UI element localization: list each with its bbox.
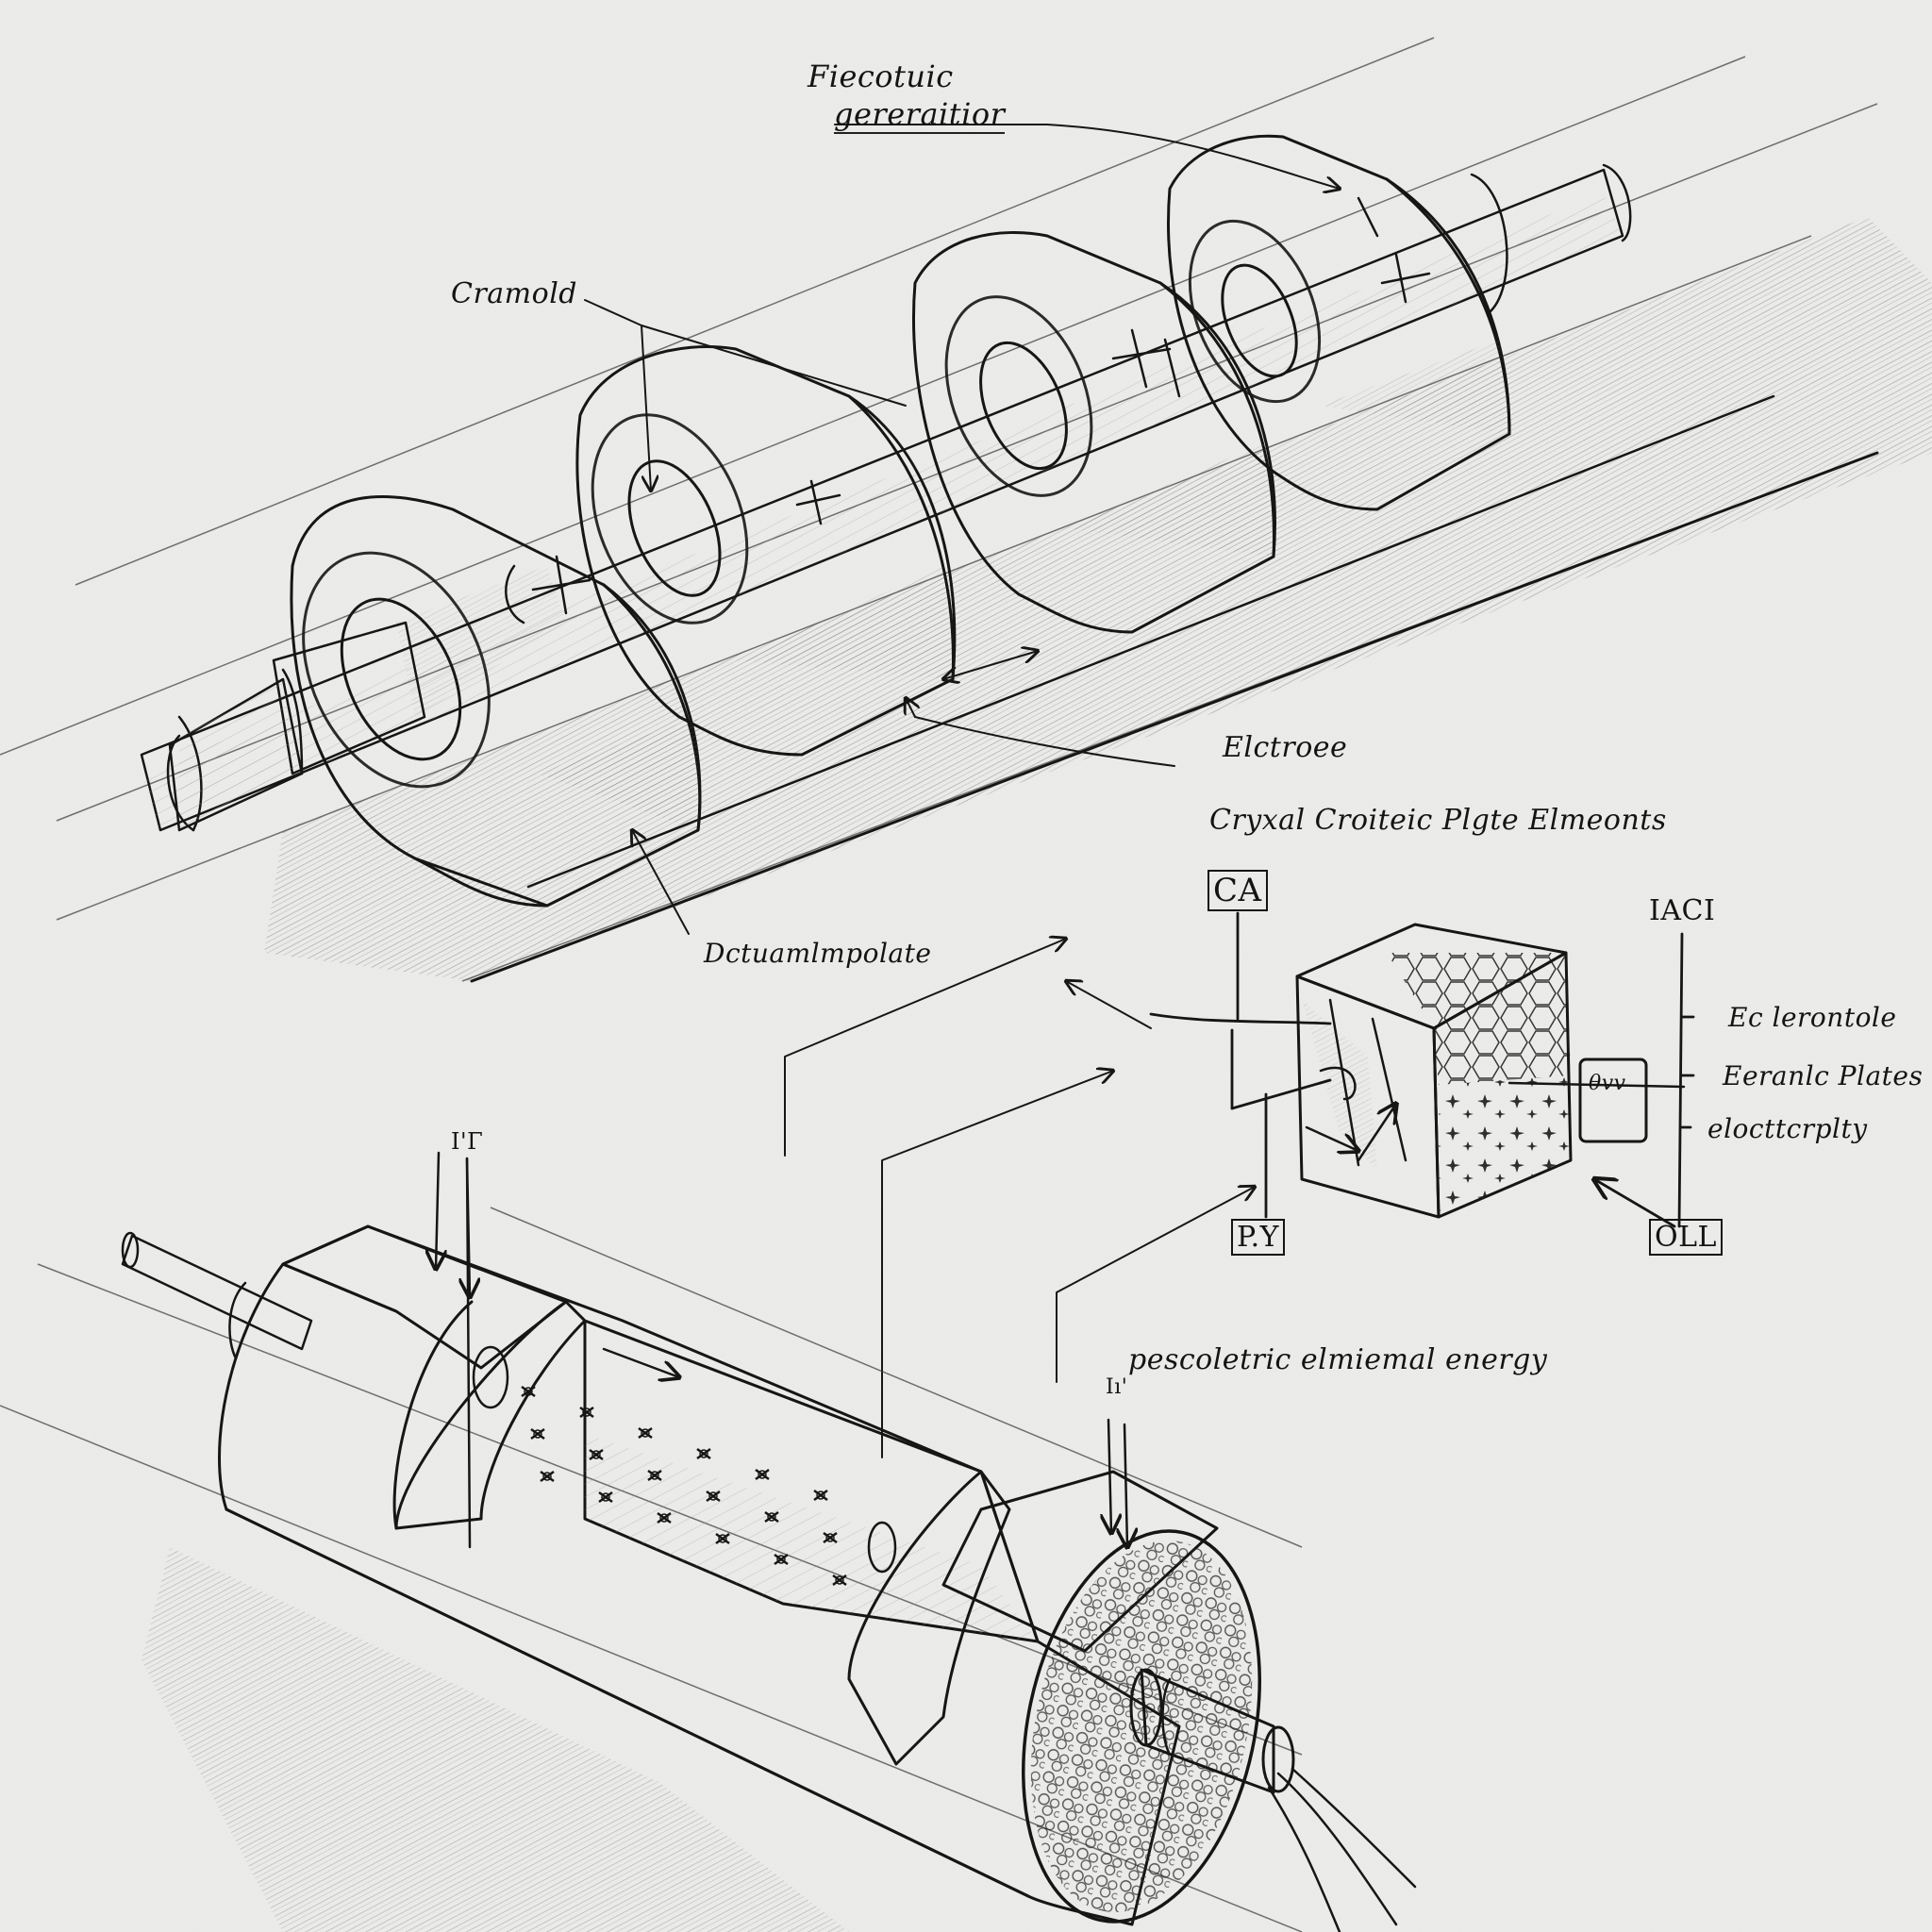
dot-matrix-mark <box>764 1510 779 1524</box>
cube-arrows <box>784 939 1255 1458</box>
dot-matrix-mark <box>579 1406 594 1419</box>
dot-matrix-node <box>641 1428 650 1438</box>
ring-3 <box>911 231 1276 634</box>
tick-marks-1: I'Γ <box>451 1128 484 1155</box>
dot-matrix-mark <box>832 1574 847 1587</box>
dot-matrix <box>521 1385 847 1587</box>
dot-matrix-node <box>776 1555 786 1564</box>
legend-electricity: elocttcrplty <box>1707 1113 1868 1144</box>
dot-matrix-mark <box>589 1448 604 1461</box>
disc-1-hole <box>472 1345 509 1409</box>
legend-electrode: Ec lerontole <box>1728 1002 1897 1033</box>
dot-matrix-mark <box>657 1511 672 1524</box>
box-py: P.Y <box>1231 1219 1285 1256</box>
box-ca: CA <box>1208 870 1268 911</box>
dot-matrix-mark <box>813 1489 828 1502</box>
dot-matrix-node <box>582 1407 591 1417</box>
cube-output-box-label: θvv <box>1589 1072 1626 1095</box>
crystal-cube-detail <box>784 911 1695 1458</box>
shaft-left <box>121 1231 313 1360</box>
dot-matrix-mark <box>638 1426 653 1440</box>
dot-matrix-node <box>699 1449 708 1458</box>
dot-matrix-mark <box>715 1532 730 1545</box>
label-electrode: Elctroee <box>1223 731 1348 764</box>
dot-matrix-mark <box>647 1469 662 1482</box>
dot-matrix-node <box>533 1429 542 1439</box>
dot-matrix-node <box>767 1512 776 1522</box>
tick-marks-2: Iı' <box>1106 1375 1128 1399</box>
upper-generator <box>0 37 1932 983</box>
label-crystal-plate-elements: Cryxal Croiteic Plgte Elmeonts <box>1209 804 1667 837</box>
output-shaft <box>1129 1668 1295 1794</box>
generator-title-line2: gereraitior <box>834 96 1006 134</box>
ring-4 <box>1166 134 1511 511</box>
label-piezo-energy: pescoletric elmiemal energy <box>1128 1343 1548 1376</box>
rail-top-edge <box>526 394 1775 889</box>
dot-matrix-mark <box>755 1468 770 1481</box>
dot-matrix-node <box>835 1575 844 1585</box>
dot-matrix-node <box>542 1472 552 1481</box>
dot-matrix-node <box>708 1491 718 1501</box>
cube-wiring <box>1149 911 1695 1228</box>
cube-inner-marks <box>1305 998 1407 1167</box>
dot-matrix-node <box>659 1513 669 1523</box>
lower-shadow <box>142 1547 849 1932</box>
ring-1 <box>290 494 702 908</box>
cable <box>1267 1767 1417 1932</box>
box-oll: OLL <box>1649 1219 1723 1256</box>
dot-matrix-node <box>825 1533 835 1542</box>
cube-output-box <box>1578 1058 1648 1143</box>
dot-matrix-node <box>650 1471 659 1480</box>
dot-matrix-mark <box>530 1427 545 1441</box>
cube-honeycomb-region <box>1387 953 1571 1085</box>
cube-star-region <box>1439 1075 1571 1217</box>
generator-title-line1: Fiecotuic <box>808 58 954 94</box>
dot-matrix-node <box>718 1534 727 1543</box>
sketch-marks <box>505 196 1431 625</box>
dot-matrix-mark <box>540 1470 555 1483</box>
lower-cylinder-generator <box>0 1151 1417 1932</box>
legend-ceramic-plates: Eeranlc Plates <box>1723 1060 1924 1091</box>
end-disc <box>1022 1529 1261 1924</box>
dot-matrix-mark <box>774 1553 789 1566</box>
base-rail-edge <box>470 451 1879 983</box>
cube-output-wire <box>1507 1081 1686 1089</box>
dot-matrix-node <box>816 1491 825 1500</box>
label-cramold: Cramold <box>451 277 577 310</box>
dot-matrix-mark <box>521 1385 536 1398</box>
dot-matrix-node <box>601 1492 610 1502</box>
dot-matrix-node <box>591 1450 601 1459</box>
dot-matrix-node <box>524 1387 533 1396</box>
label-iaci: IACI <box>1649 894 1716 927</box>
label-octoam-plate: Dctuamlmpolate <box>704 938 932 969</box>
dot-matrix-node <box>758 1470 767 1479</box>
foam-arrows <box>436 1151 1127 1547</box>
dot-matrix-mark <box>706 1490 721 1503</box>
dot-matrix-mark <box>598 1491 613 1504</box>
disc-2-hole <box>867 1521 897 1574</box>
dot-matrix-mark <box>696 1447 711 1460</box>
leader-lines-upper <box>584 124 1340 935</box>
shaft-stub-left <box>168 621 426 832</box>
dot-matrix-mark <box>823 1531 838 1544</box>
cutaway-disc-2 <box>847 1470 1011 1766</box>
